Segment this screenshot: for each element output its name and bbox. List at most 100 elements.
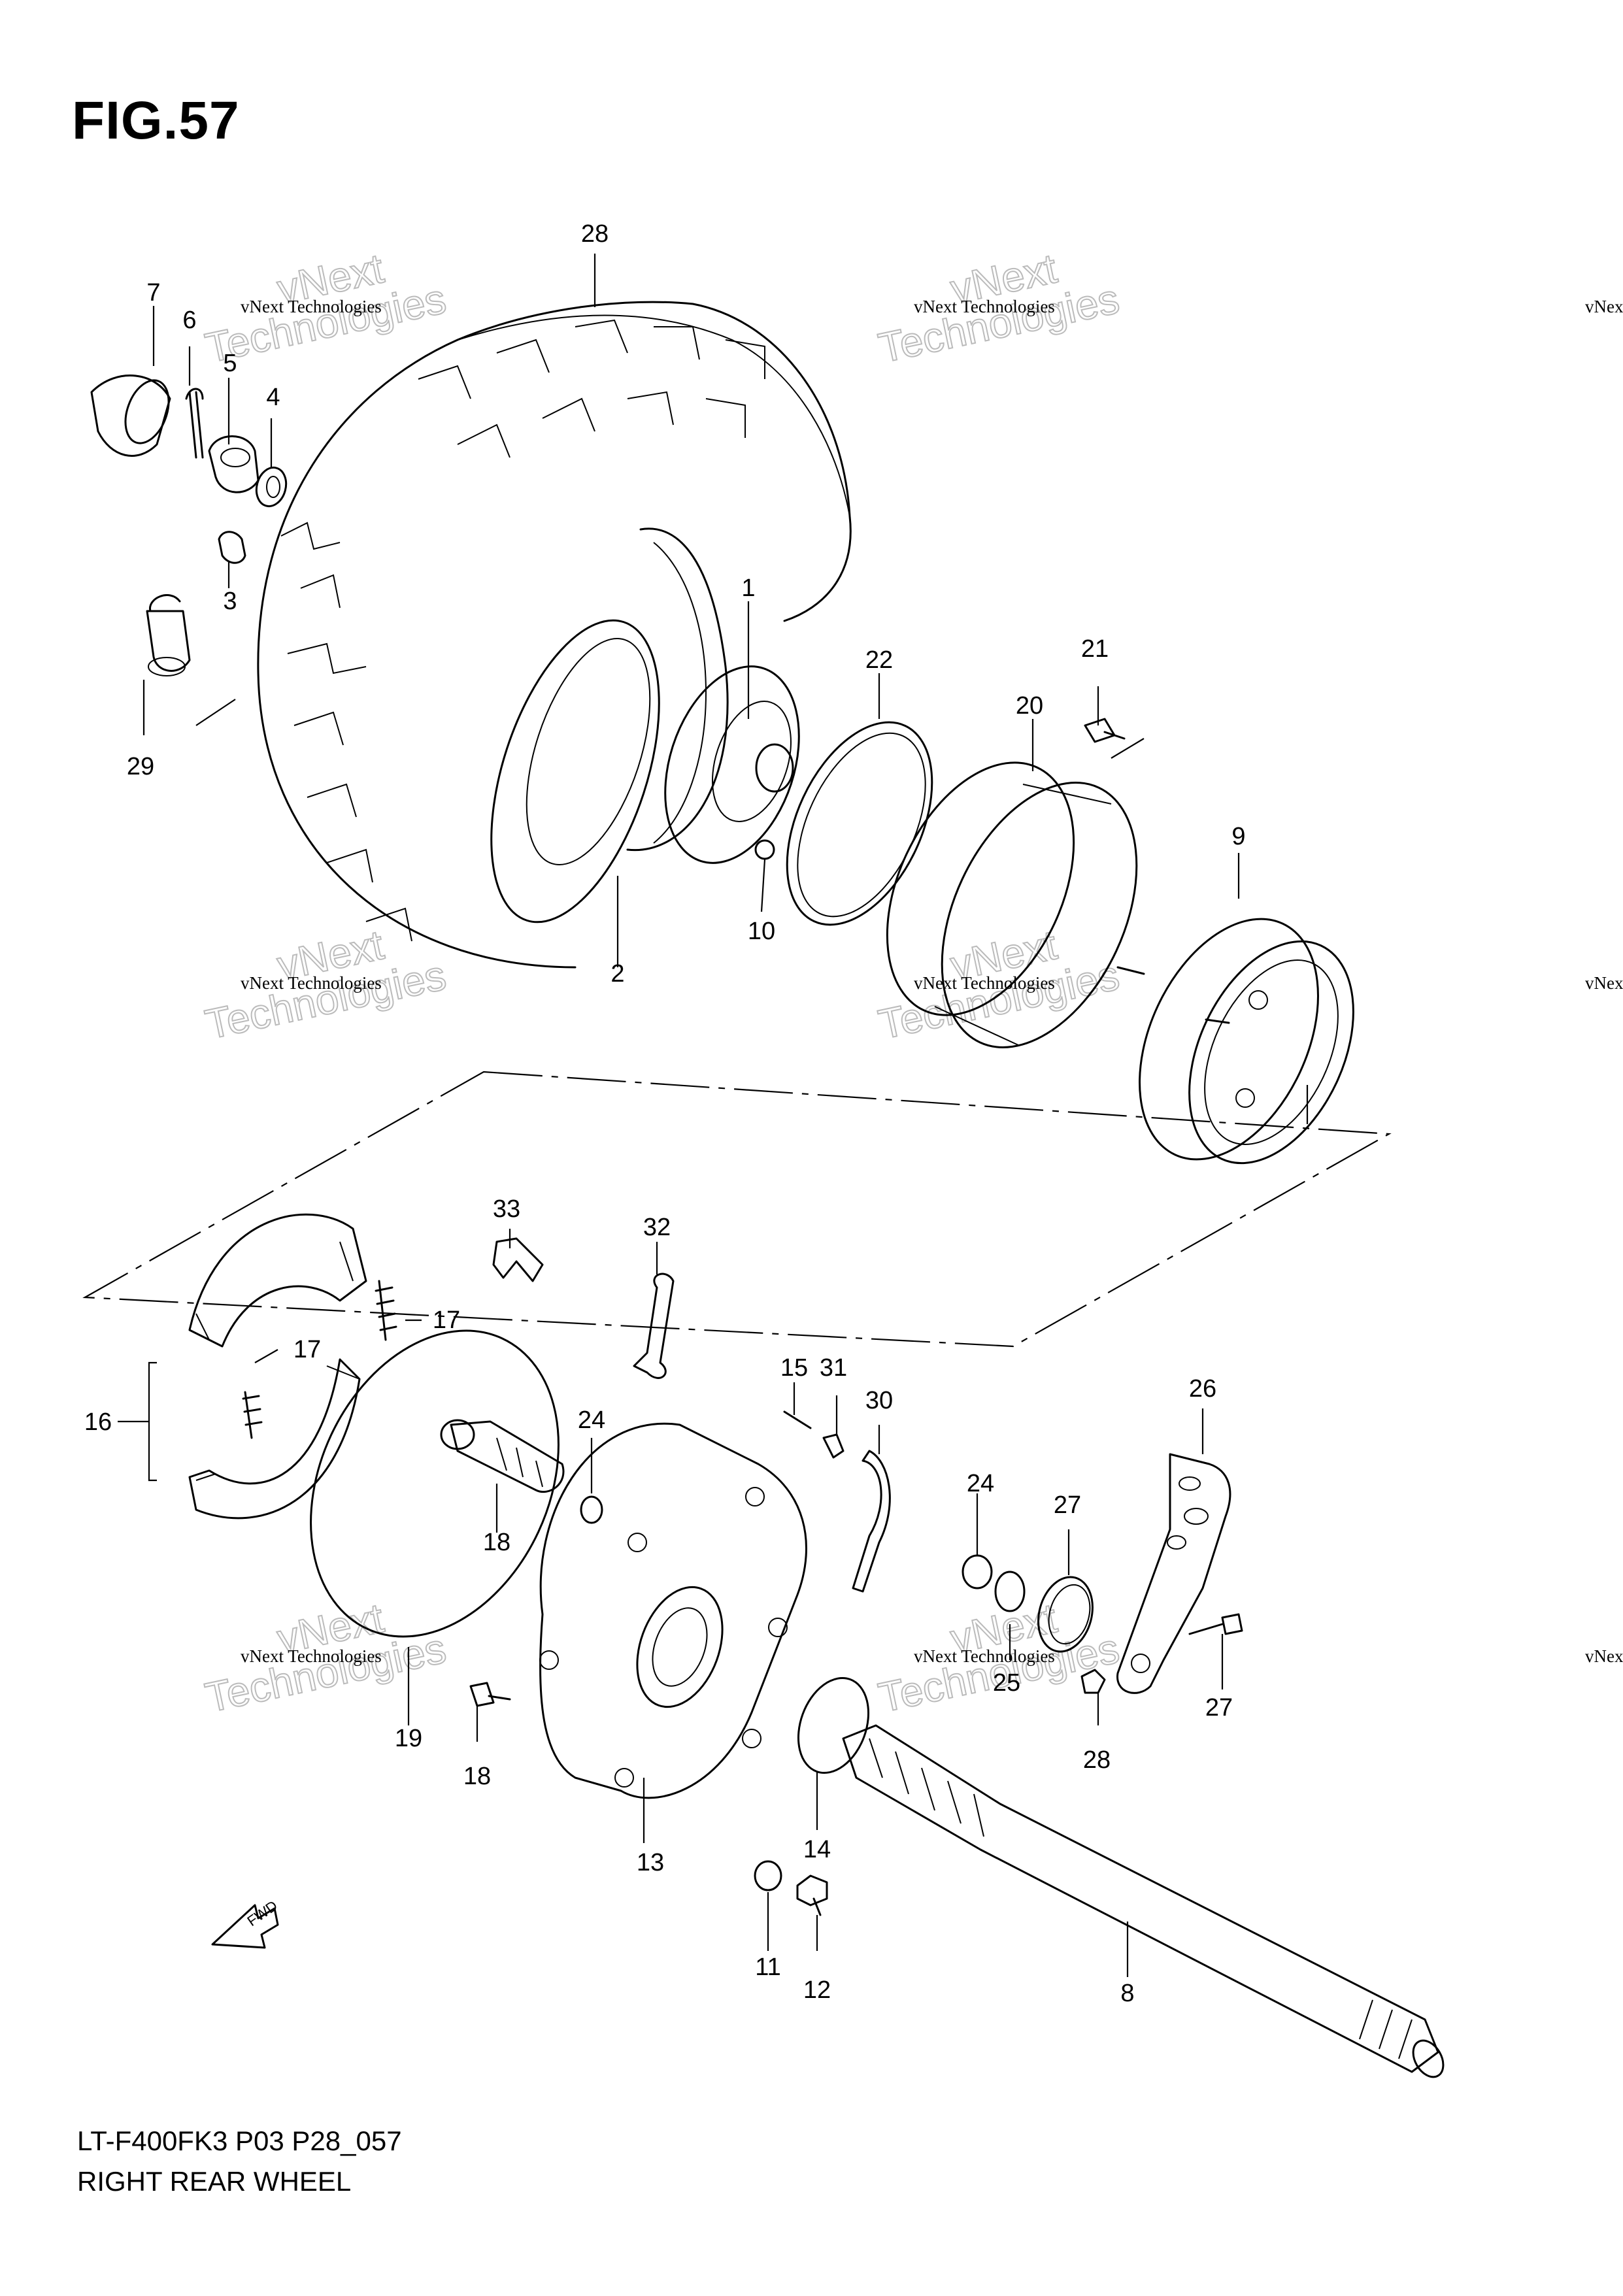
callout: 29 [127, 753, 154, 780]
callout: 1 [741, 574, 755, 602]
bracket-35 [492, 1237, 544, 1282]
callout: 5 [223, 350, 237, 377]
callout: 3 [223, 588, 237, 615]
callout: 9 [1231, 823, 1245, 850]
svg-text:vNext Technologies: vNext Technologies [241, 1646, 382, 1666]
callout: 16 [84, 1408, 112, 1436]
cotter-pin-6 [185, 388, 204, 459]
watermark: Technologies vNext vNext Technologies [874, 1593, 1124, 1722]
watermark: vNext Technologies vNext Technologies vN… [1585, 297, 1623, 1666]
brake-drum-cover-21 [886, 761, 1138, 1048]
callout: 17 [293, 1336, 321, 1363]
callout: 7 [146, 279, 160, 307]
bolt-19 [469, 1682, 511, 1707]
assembly-boundary [82, 1071, 1392, 1348]
o-ring-10 [754, 839, 775, 860]
callout: 13 [637, 1849, 664, 1876]
bolt-22 [1084, 718, 1126, 743]
bolt-27 [1188, 1613, 1243, 1635]
watermarks: Technologies vNext vNext Technologies Te… [201, 244, 1623, 1722]
watermark: Technologies vNext vNext Technologies [874, 244, 1124, 372]
callout: 25 [993, 1669, 1020, 1697]
callout: 21 [1081, 635, 1109, 663]
valve-stem-31 [146, 594, 191, 676]
svg-text:vNext Technologies: vNext Technologies [1585, 297, 1623, 316]
svg-text:vNext Technologies: vNext Technologies [914, 1646, 1055, 1666]
hose-32 [852, 1450, 891, 1593]
diagram-name: RIGHT REAR WHEEL [77, 2166, 352, 2197]
washer-4 [255, 466, 288, 508]
watermark: Technologies vNext vNext Technologies [201, 244, 450, 372]
clamp-34 [633, 1273, 675, 1379]
callout: 28 [1083, 1746, 1111, 1774]
svg-text:vNext Technologies: vNext Technologies [1585, 1646, 1623, 1666]
svg-text:vNext Technologies: vNext Technologies [1585, 973, 1623, 993]
callout: 19 [395, 1725, 422, 1752]
callout: 6 [182, 307, 196, 334]
clip-33 [822, 1433, 845, 1459]
washer-11 [754, 1860, 782, 1891]
callout: 2 [611, 960, 624, 988]
brake-shoe-upper [188, 1213, 367, 1348]
seal-25 [994, 1571, 1026, 1612]
brake-cam-lever-26 [1116, 1453, 1231, 1694]
o-ring-24-left [580, 1495, 603, 1524]
svg-text:vNext Technologies: vNext Technologies [914, 973, 1055, 993]
brake-panel-13 [539, 1422, 807, 1799]
figure-title: FIG.57 [72, 91, 240, 150]
callout: 15 [780, 1354, 808, 1382]
callout: 14 [803, 1836, 831, 1863]
callout: 24 [967, 1470, 994, 1497]
leader-lines [142, 254, 1309, 1977]
o-ring-24-right [962, 1554, 993, 1589]
spring-17-upper [375, 1280, 397, 1341]
callout: 10 [748, 918, 775, 945]
callout: 26 [1189, 1375, 1216, 1403]
brake-drum-9 [1116, 918, 1354, 1165]
svg-text:FWD: FWD [244, 1897, 280, 1929]
spring-17-lower [242, 1391, 263, 1439]
seal-23 [786, 721, 933, 926]
rim-outer [490, 619, 660, 923]
watermark: Technologies vNext vNext Technologies [201, 1593, 450, 1722]
callout: 27 [1205, 1694, 1233, 1722]
callout-labels: 28 7 6 5 4 3 29 1 22 20 21 9 10 2 33 32 … [84, 220, 1246, 2007]
callout: 8 [1120, 1980, 1134, 2007]
callout: 24 [578, 1406, 605, 1434]
o-ring-20 [310, 1329, 560, 1638]
callout: 31 [820, 1354, 847, 1382]
valve-cap-3 [218, 531, 246, 564]
callout: 28 [581, 220, 609, 248]
callout: 18 [483, 1529, 510, 1556]
callout: 32 [643, 1214, 671, 1241]
callout: 12 [803, 1976, 831, 2004]
callout: 20 [1016, 692, 1043, 720]
rim-inner [526, 638, 651, 865]
callout: 22 [865, 646, 893, 674]
hub-cap-7 [90, 374, 171, 457]
plug-12 [796, 1874, 828, 1916]
return-spring-29 [1037, 1576, 1094, 1653]
callout: 11 [755, 1954, 780, 1981]
rear-axle-8 [842, 1724, 1445, 2078]
callout: 4 [266, 384, 280, 411]
callout: 27 [1054, 1491, 1081, 1519]
tire-tread-outline [457, 314, 850, 517]
wheel-hub [664, 665, 800, 864]
forward-direction-arrow: FWD [211, 1897, 280, 1949]
o-ring-14 [797, 1676, 870, 1774]
pin-15 [783, 1410, 812, 1429]
brake-shoe-lower [188, 1358, 361, 1520]
callout: 30 [865, 1387, 893, 1414]
callout: 33 [493, 1195, 520, 1223]
svg-text:vNext Technologies: vNext Technologies [241, 297, 382, 316]
watermark: Technologies vNext vNext Technologies [874, 920, 1124, 1048]
tire-assembly [257, 301, 852, 969]
watermark: Technologies vNext vNext Technologies [201, 920, 450, 1048]
model-code: LT-F400FK3 P03 P28_057 [77, 2125, 402, 2156]
svg-text:vNext Technologies: vNext Technologies [914, 297, 1055, 316]
callout: 18 [463, 1763, 491, 1790]
brake-camshaft-18 [440, 1419, 565, 1493]
callout: 17 [433, 1306, 460, 1334]
